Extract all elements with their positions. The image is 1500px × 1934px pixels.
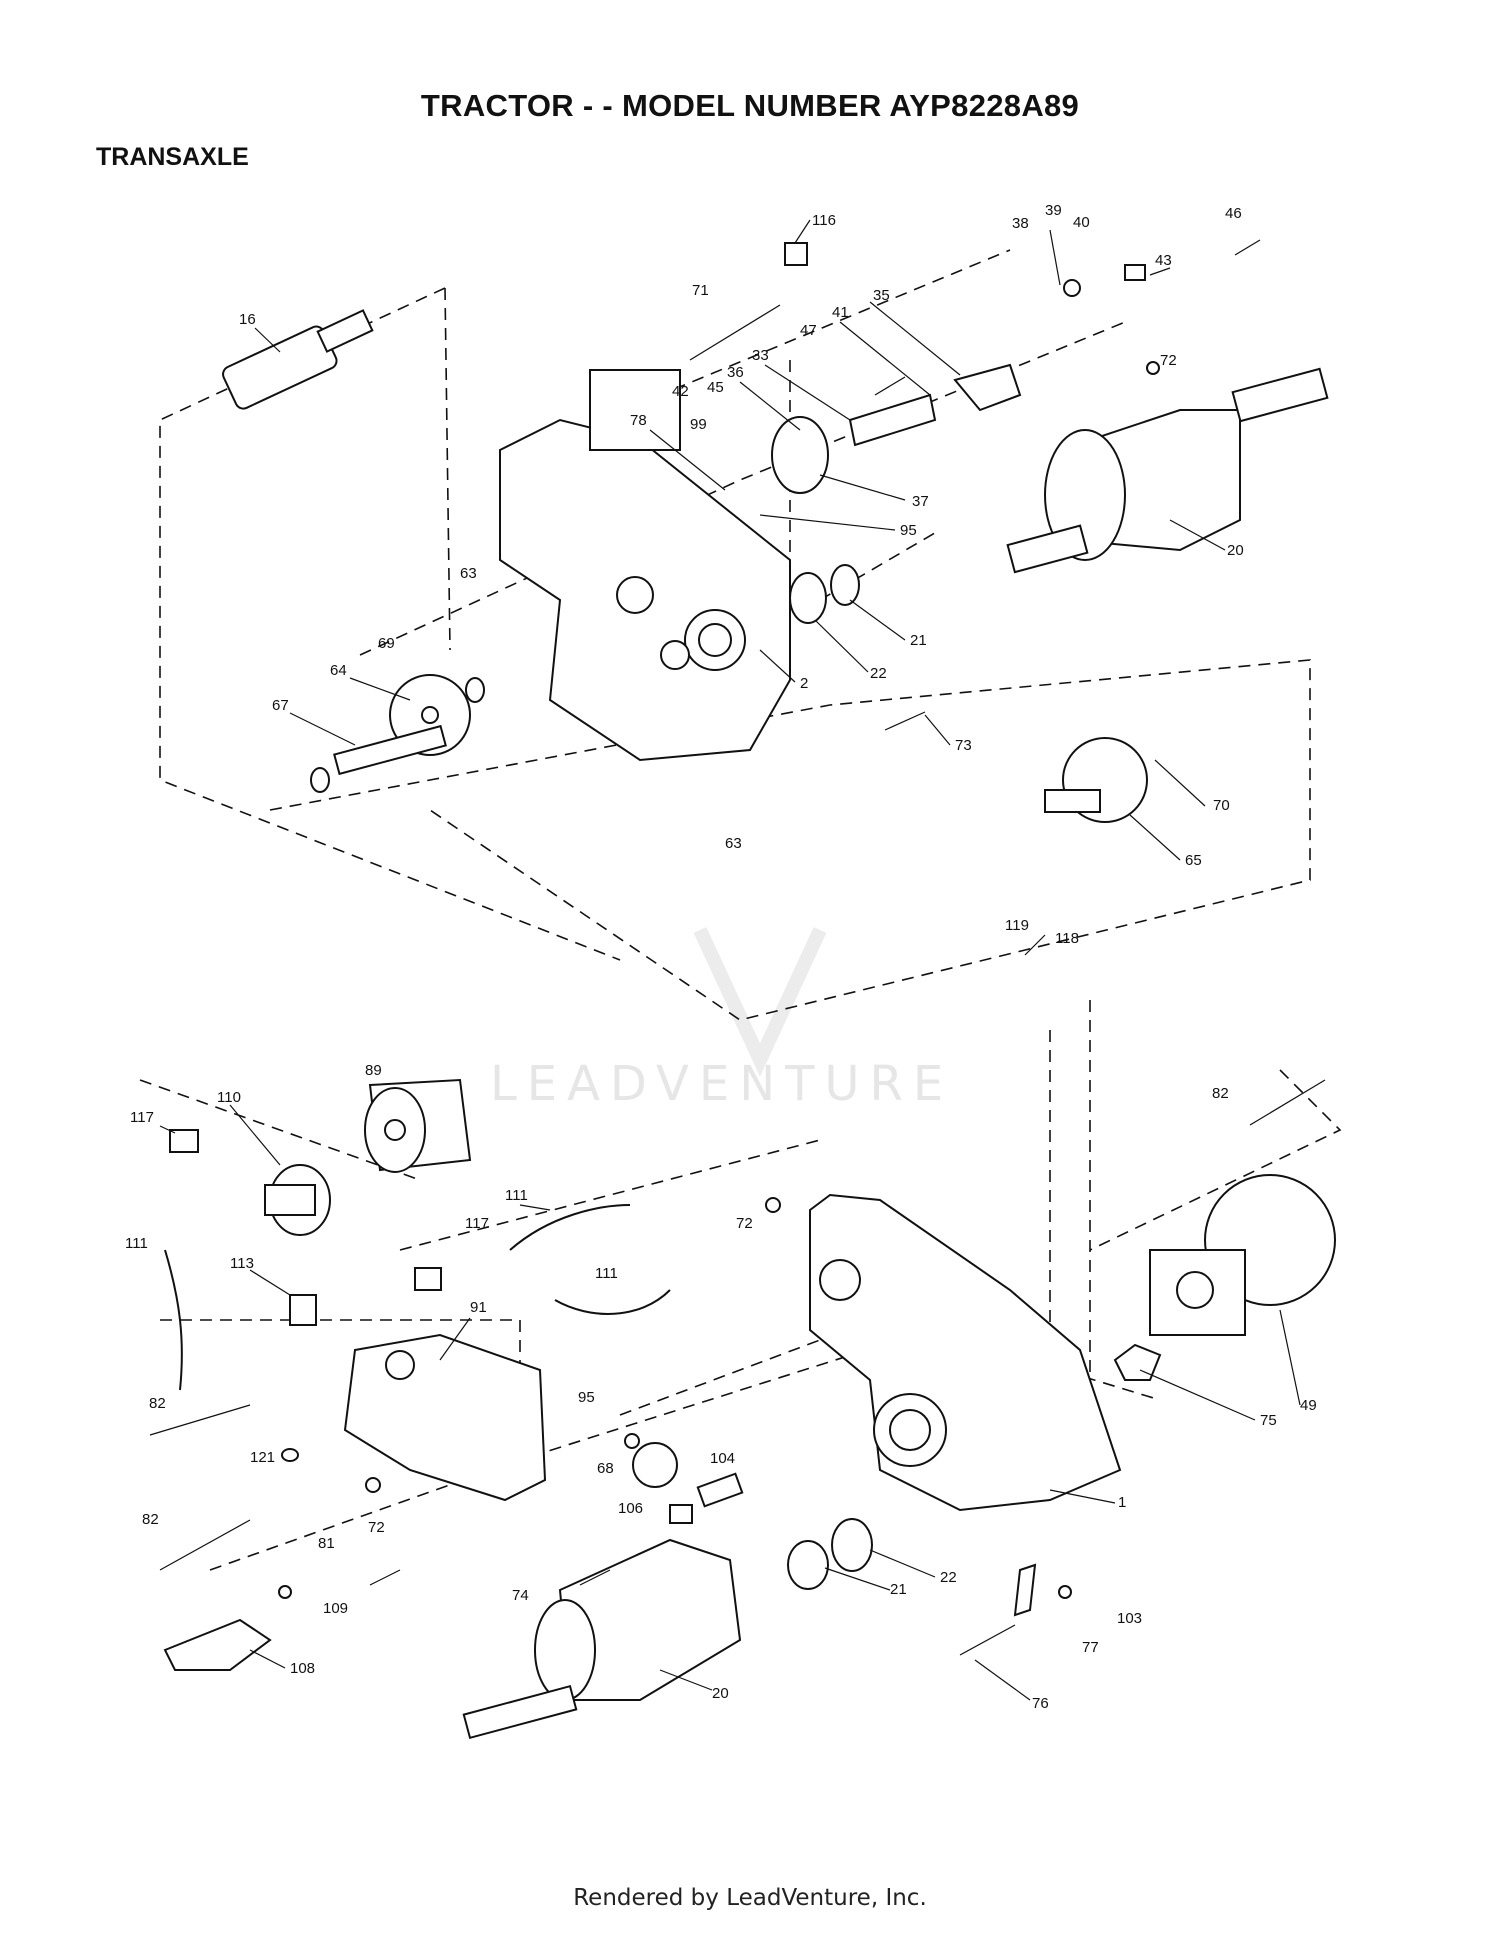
callout-81: 81 bbox=[318, 1535, 335, 1552]
callout-16: 16 bbox=[239, 311, 256, 328]
shift-plate-33-36 bbox=[771, 363, 1022, 494]
callout-111-left: 111 bbox=[125, 1235, 148, 1252]
shaft-67 bbox=[333, 724, 447, 776]
callout-103: 103 bbox=[1117, 1610, 1142, 1627]
callout-35: 35 bbox=[873, 287, 890, 304]
pinion-shaft-16 bbox=[222, 309, 374, 410]
callout-46: 46 bbox=[1225, 205, 1242, 222]
callout-67: 67 bbox=[272, 697, 289, 714]
callout-82-left: 82 bbox=[149, 1395, 166, 1412]
differential-49 bbox=[1149, 1174, 1336, 1336]
callout-111-lower: 111 bbox=[595, 1265, 618, 1282]
lower-housing-1 bbox=[809, 1193, 1122, 1512]
callout-41: 41 bbox=[832, 304, 849, 321]
callout-95-lower: 95 bbox=[578, 1389, 595, 1406]
callout-70: 70 bbox=[1213, 797, 1230, 814]
washers-21-22 bbox=[789, 564, 860, 624]
callout-63: 63 bbox=[460, 565, 477, 582]
callout-42: 42 bbox=[672, 383, 689, 400]
callout-64: 64 bbox=[330, 662, 347, 679]
callout-119: 119 bbox=[1005, 917, 1029, 934]
footer-credit: Rendered by LeadVenture, Inc. bbox=[573, 1885, 927, 1911]
callout-118: 118 bbox=[1055, 930, 1079, 947]
callout-39: 39 bbox=[1045, 202, 1062, 219]
callout-68: 68 bbox=[597, 1460, 614, 1477]
callout-72-mid: 72 bbox=[736, 1215, 753, 1232]
callout-43: 43 bbox=[1155, 252, 1172, 269]
fittings-117-113 bbox=[169, 1129, 442, 1326]
o-ring-68 bbox=[632, 1442, 678, 1488]
callout-37: 37 bbox=[912, 493, 929, 510]
callout-113: 113 bbox=[230, 1255, 254, 1272]
callout-20-lower: 20 bbox=[712, 1685, 729, 1702]
callout-108: 108 bbox=[290, 1660, 315, 1677]
callout-22: 22 bbox=[870, 665, 887, 682]
callout-38: 38 bbox=[1012, 215, 1029, 232]
watermark-logo-icon bbox=[693, 927, 827, 1077]
fitting-116 bbox=[784, 242, 808, 266]
callout-117-mid: 117 bbox=[465, 1215, 489, 1232]
bracket-77-76 bbox=[959, 1563, 1072, 1656]
callout-49: 49 bbox=[1300, 1397, 1317, 1414]
upper-housing-2 bbox=[499, 369, 791, 762]
filter-89 bbox=[364, 1078, 472, 1173]
callout-36: 36 bbox=[727, 364, 744, 381]
callout-73: 73 bbox=[955, 737, 972, 754]
callout-110: 110 bbox=[217, 1089, 241, 1106]
callout-82: 82 bbox=[1212, 1085, 1229, 1102]
callout-72: 72 bbox=[1160, 352, 1177, 369]
callout-111: 111 bbox=[505, 1187, 528, 1204]
callout-47: 47 bbox=[800, 322, 817, 339]
callout-74: 74 bbox=[512, 1587, 529, 1604]
callout-71: 71 bbox=[692, 282, 709, 299]
section-title: TRANSAXLE bbox=[96, 143, 249, 171]
hoses-111 bbox=[164, 1204, 671, 1391]
watermark-text: LEADVENTURE bbox=[490, 1056, 953, 1112]
callout-69: 69 bbox=[378, 635, 395, 652]
washers-21-22-lower bbox=[787, 1518, 873, 1590]
callout-22-lower: 22 bbox=[940, 1569, 957, 1586]
axle-housing-20-lower bbox=[462, 1538, 742, 1740]
callout-117: 117 bbox=[130, 1109, 154, 1126]
callout-72-lower: 72 bbox=[368, 1519, 385, 1536]
callout-1: 1 bbox=[1118, 1494, 1126, 1511]
lever-108 bbox=[163, 1585, 292, 1671]
callout-40: 40 bbox=[1073, 214, 1090, 231]
callout-99: 99 bbox=[690, 416, 707, 433]
washer-75 bbox=[1113, 1343, 1162, 1381]
callout-33: 33 bbox=[752, 347, 769, 364]
callout-116: 116 bbox=[812, 212, 836, 229]
callout-20: 20 bbox=[1227, 542, 1244, 559]
callout-2: 2 bbox=[800, 675, 808, 692]
callout-labels: 116 71 38 39 40 46 43 35 41 47 16 33 36 … bbox=[125, 202, 1317, 1712]
callout-21: 21 bbox=[910, 632, 927, 649]
callout-82-lower: 82 bbox=[142, 1511, 159, 1528]
callout-89: 89 bbox=[365, 1062, 382, 1079]
callout-109: 109 bbox=[323, 1600, 348, 1617]
callout-63-lower: 63 bbox=[725, 835, 742, 852]
gear-65 bbox=[1044, 737, 1148, 823]
leader-lines bbox=[159, 219, 1301, 1701]
callout-106: 106 bbox=[618, 1500, 643, 1517]
callout-76: 76 bbox=[1032, 1695, 1049, 1712]
callout-78: 78 bbox=[630, 412, 647, 429]
bolts-lower bbox=[149, 1079, 1326, 1586]
callout-75: 75 bbox=[1260, 1412, 1277, 1429]
page-title: TRACTOR - - MODEL NUMBER AYP8228A89 bbox=[420, 88, 1080, 123]
bolts-upper bbox=[689, 239, 1261, 731]
washers-69 bbox=[310, 677, 485, 793]
callout-77: 77 bbox=[1082, 1639, 1099, 1656]
callout-45: 45 bbox=[707, 379, 724, 396]
valve-104-106 bbox=[669, 1472, 744, 1524]
callout-121: 121 bbox=[250, 1449, 275, 1466]
callout-104: 104 bbox=[710, 1450, 735, 1467]
callout-91: 91 bbox=[470, 1299, 487, 1316]
pump-91 bbox=[343, 1333, 547, 1502]
callout-65: 65 bbox=[1185, 852, 1202, 869]
filter-adapter-110 bbox=[264, 1164, 331, 1236]
callout-21-lower: 21 bbox=[890, 1581, 907, 1598]
callout-95: 95 bbox=[900, 522, 917, 539]
axle-housing-20-upper bbox=[1006, 367, 1329, 574]
